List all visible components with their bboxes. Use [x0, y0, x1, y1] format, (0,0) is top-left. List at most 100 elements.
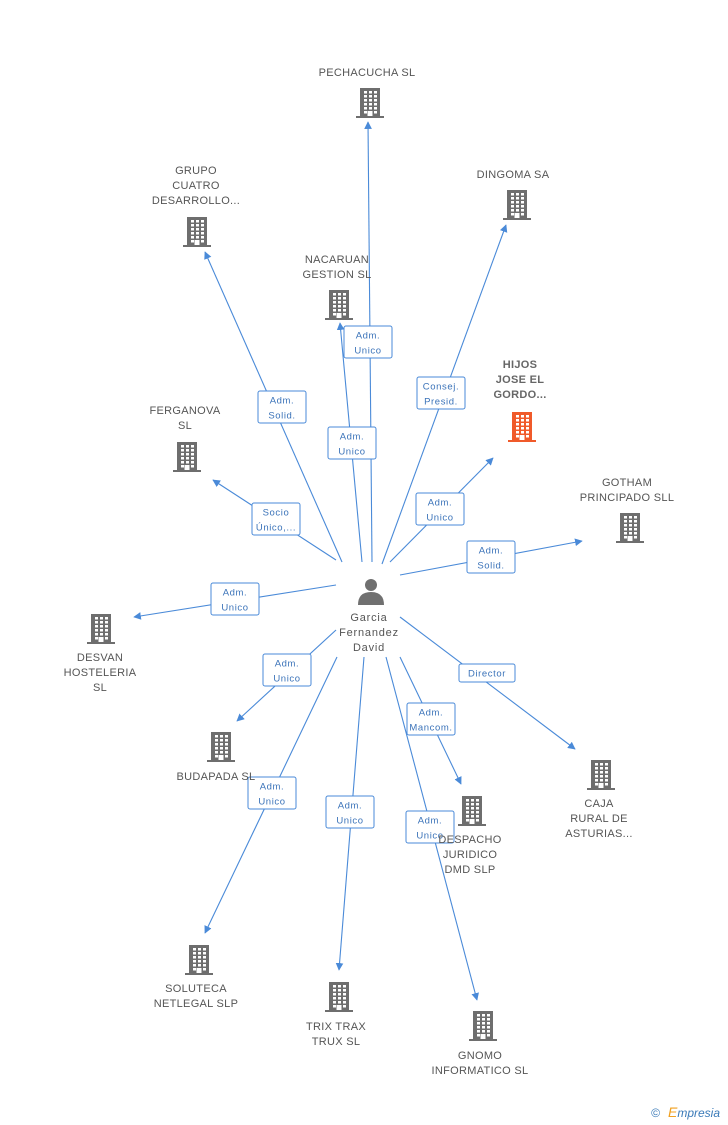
company-name-line: GNOMO	[458, 1050, 502, 1062]
relation-label-box[interactable]	[343, 325, 393, 359]
relation-label-box[interactable]	[325, 795, 375, 829]
edge-desvan[interactable]: Adm.Unico	[133, 582, 337, 620]
edge-nacaruan[interactable]: Adm.Unico	[327, 322, 377, 563]
company-name-line: HIJOS	[503, 359, 538, 371]
edge-grupo-cuatro[interactable]: Adm.Solid.	[204, 251, 343, 563]
building-icon	[469, 1011, 497, 1041]
company-name-line: JURIDICO	[443, 849, 497, 861]
relation-label-box[interactable]	[466, 540, 516, 574]
relation-label-box[interactable]	[406, 702, 456, 736]
relation-label: Consej.Presid.	[423, 382, 459, 408]
building-icon	[508, 412, 536, 442]
person-icon	[358, 579, 384, 605]
edge-pechacucha[interactable]: Adm. Unico	[343, 121, 393, 563]
company-name-line: JOSE EL	[496, 374, 545, 386]
person-name-line: Fernandez	[339, 627, 399, 639]
company-node-pechacucha[interactable]: PECHACUCHA SL	[319, 67, 416, 118]
relation-label-box[interactable]	[247, 776, 297, 810]
relation-label-box[interactable]	[327, 426, 377, 460]
relation-label-line: Unico	[258, 797, 285, 808]
building-icon	[458, 796, 486, 826]
building-icon	[587, 760, 615, 790]
relation-label-box[interactable]	[210, 582, 260, 616]
company-name-line: GORDO...	[493, 389, 546, 401]
company-name: BUDAPADA SL	[177, 771, 256, 783]
relation-label-box[interactable]	[416, 376, 466, 410]
company-name-line: DMD SLP	[445, 864, 496, 876]
company-name: PECHACUCHA SL	[319, 67, 416, 79]
relation-label-box[interactable]	[257, 390, 307, 424]
relation-label-line: Adm.	[223, 588, 248, 599]
edge-budapada[interactable]: Adm.Unico	[236, 629, 337, 722]
relation-label-box[interactable]	[251, 502, 301, 536]
relation-label-box[interactable]	[458, 663, 516, 683]
company-name-line: HOSTELERIA	[64, 667, 137, 679]
company-name-line: SL	[178, 420, 192, 432]
relation-label-line: Unico	[426, 513, 453, 524]
company-name-line: DESVAN	[77, 652, 123, 664]
relation-label-line: Solid.	[268, 411, 295, 422]
relation-label-box[interactable]	[405, 810, 455, 844]
company-name-line: CUATRO	[172, 180, 220, 192]
company-name: HIJOS JOSE EL GORDO...	[493, 359, 546, 401]
relation-label-line: Unico	[416, 831, 443, 842]
company-name-line: ASTURIAS...	[565, 828, 632, 840]
relation-label: Adm.Unico	[416, 816, 443, 842]
edge-gnomo[interactable]: Adm.Unico	[385, 656, 479, 1001]
relation-label-line: Adm.	[479, 546, 504, 557]
relation-label-line: Director	[468, 669, 506, 680]
edge-hijos-jose[interactable]: Adm. Unico	[389, 457, 494, 563]
brand-rest: mpresia	[677, 1106, 720, 1120]
building-icon	[185, 945, 213, 975]
relation-label-box[interactable]	[262, 653, 312, 687]
company-name-line: GESTION SL	[302, 269, 371, 281]
company-node-budapada[interactable]: BUDAPADA SL	[177, 732, 256, 783]
company-name-line: GOTHAM	[602, 477, 652, 489]
building-icon	[356, 88, 384, 118]
relation-label-line: Adm.	[356, 331, 381, 342]
edge-trix-trax[interactable]: Adm.Unico	[325, 656, 375, 971]
relation-label-box[interactable]	[415, 492, 465, 526]
company-node-dingoma[interactable]: DINGOMA SA	[477, 169, 550, 220]
edge-gotham[interactable]: Adm.Solid.	[399, 538, 583, 576]
person-name-line: David	[353, 642, 385, 654]
relation-label-line: Adm.	[428, 498, 453, 509]
relation-label: Director	[468, 669, 506, 680]
company-name-line: TRIX TRAX	[306, 1021, 366, 1033]
relation-label: Adm.Solid.	[268, 396, 295, 422]
relation-label-line: Unico	[338, 447, 365, 458]
company-name-line: SOLUTECA	[165, 983, 227, 995]
relation-label: Adm.Unico	[338, 432, 365, 458]
relation-label-line: Unico	[354, 346, 381, 357]
building-icon	[325, 290, 353, 320]
building-icon	[616, 513, 644, 543]
company-node-hijos-jose[interactable]: HIJOS JOSE EL GORDO...	[493, 359, 546, 442]
relation-label: Adm. Unico	[354, 331, 381, 357]
relation-label-line: Adm.	[275, 659, 300, 670]
company-name-line: DINGOMA SA	[477, 169, 550, 181]
edge-despacho[interactable]: Adm.Mancom.	[399, 656, 462, 785]
watermark: ©Empresia	[651, 1104, 720, 1120]
edge-soluteca[interactable]: Adm. Unico	[204, 656, 338, 934]
edge-caja-rural[interactable]: Director	[399, 616, 576, 750]
edge-dingoma[interactable]: Consej.Presid.	[381, 224, 508, 565]
relation-label: Adm.Unico	[221, 588, 248, 614]
